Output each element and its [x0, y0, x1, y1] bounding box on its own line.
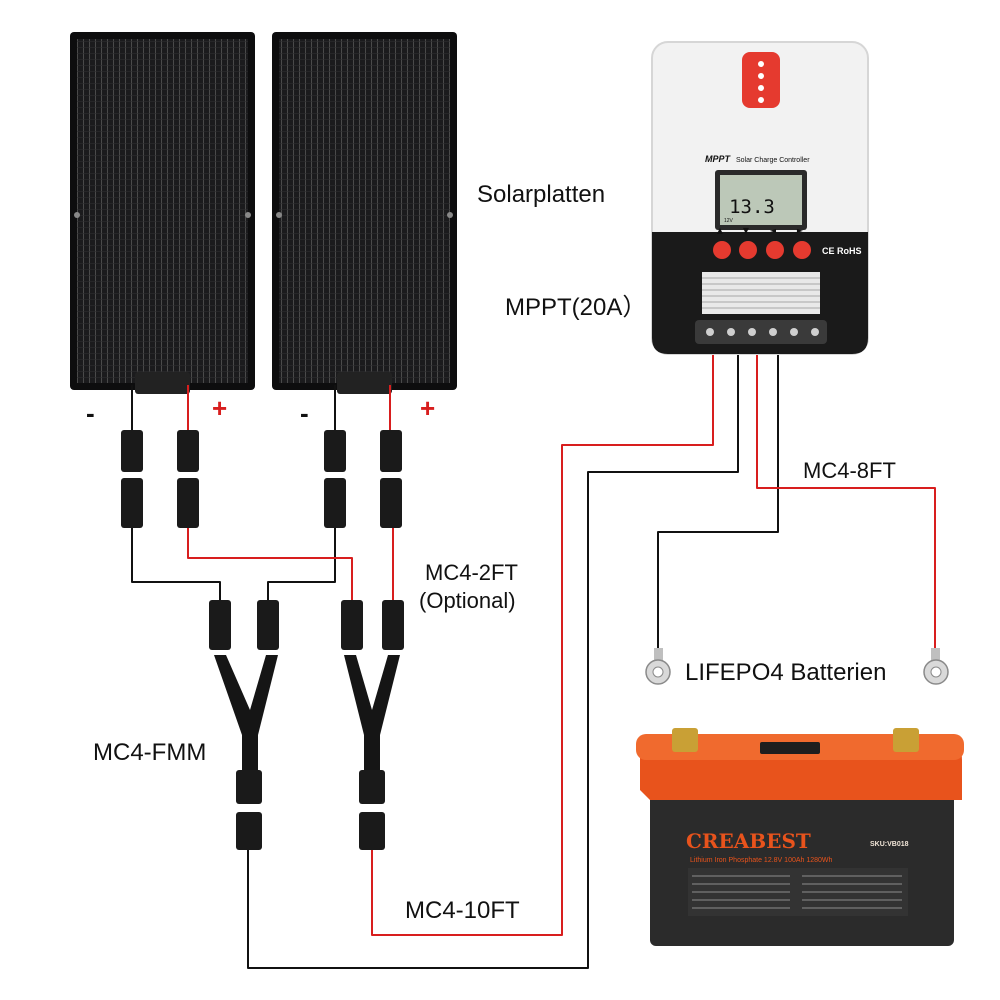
controller-title: Solar Charge Controller	[736, 157, 810, 164]
controller-brand: MPPT	[705, 154, 732, 164]
battery-sku: SKU:VB018	[870, 841, 909, 848]
y-branch-positive	[344, 655, 400, 850]
lifepo4-battery: CREABEST SKU:VB018 Lithium Iron Phosphat…	[636, 728, 964, 946]
polarity-minus-left: -	[86, 398, 95, 428]
lcd-screen	[720, 175, 802, 225]
label-optional: (Optional)	[419, 588, 516, 613]
arrow-right-icon: ►	[797, 226, 804, 235]
polarity-plus-right: +	[420, 393, 435, 423]
battery-terminal-negative	[672, 728, 698, 752]
arrow-up-icon: ▲	[717, 226, 724, 235]
controller-cert-marks: CE RoHS	[822, 246, 862, 256]
label-cable-2ft: MC4-2FT	[425, 560, 518, 585]
status-led-strip	[742, 52, 780, 108]
lcd-value: 13.3	[729, 196, 775, 218]
ring-terminal-negative	[645, 648, 671, 685]
battery-brand: CREABEST	[686, 829, 811, 853]
ring-terminal-positive	[923, 648, 949, 685]
lcd-unit: 12V	[724, 218, 734, 224]
wires	[131, 350, 936, 969]
label-solar-panels: Solarplatten	[477, 181, 605, 208]
arrow-down-icon: ▼	[743, 226, 750, 235]
battery-terminal-positive	[893, 728, 919, 752]
polarity-plus-left: +	[212, 393, 227, 423]
controller-button-right[interactable]	[793, 241, 811, 259]
solar-panel-right	[272, 32, 457, 394]
mppt-charge-controller: MPPT Solar Charge Controller 13.3 12V ▲ …	[651, 41, 869, 355]
controller-spec-label	[702, 272, 820, 314]
polarity-minus-right: -	[300, 398, 309, 428]
controller-terminal-block	[695, 320, 827, 344]
y-branch-negative	[214, 655, 278, 850]
controller-button-down[interactable]	[739, 241, 757, 259]
solar-panel-left	[70, 32, 255, 394]
label-cable-10ft: MC4-10FT	[405, 897, 520, 924]
label-controller: MPPT(20A）	[505, 294, 646, 321]
mc4-connector-set	[121, 430, 404, 650]
controller-button-up[interactable]	[713, 241, 731, 259]
label-battery: LIFEPO4 Batterien	[685, 659, 886, 686]
label-branch-connector: MC4-FMM	[93, 739, 206, 766]
battery-subtitle: Lithium Iron Phosphate 12.8V 100Ah 1280W…	[690, 857, 833, 864]
controller-button-left[interactable]	[766, 241, 784, 259]
arrow-left-icon: ◄	[770, 226, 777, 235]
label-cable-8ft: MC4-8FT	[803, 458, 896, 483]
